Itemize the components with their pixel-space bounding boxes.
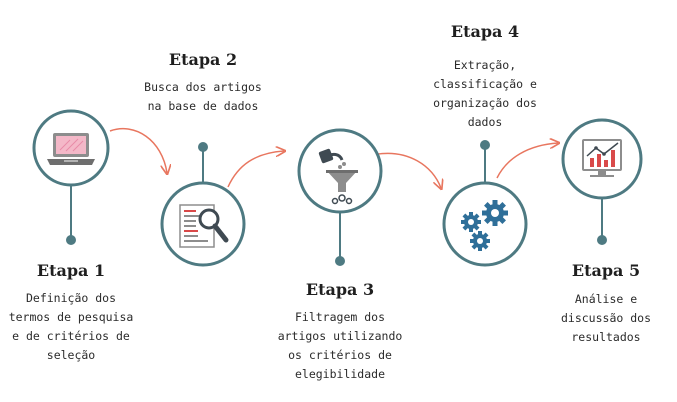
step-4-description: Extração, classificação e organização do…: [408, 56, 562, 132]
step-4-line-4: dados: [467, 115, 503, 129]
arrow-1-to-2: [109, 127, 167, 173]
step-5-line-3: resultados: [571, 330, 641, 344]
step-1-line-2: termos de pesquisa: [8, 310, 134, 324]
step-3-description: Filtragem dos artigos utilizando os crit…: [263, 308, 417, 384]
laptop-icon: [47, 133, 95, 165]
step-2-line-1: Busca dos artigos: [144, 80, 262, 94]
step-1-line-1: Definição dos: [25, 291, 116, 305]
step-2-title: Etapa 2: [168, 50, 238, 69]
step-1-description: Definição dos termos de pesquisa e de cr…: [0, 289, 146, 365]
step-3-stem-dot: [335, 256, 345, 266]
step-5-line-2: discussão dos: [560, 311, 651, 325]
step-1-line-3: e de critérios de: [12, 329, 130, 343]
step-2-stem-dot: [198, 142, 208, 152]
step-1-line-4: seleção: [46, 348, 96, 362]
step-4-circle: [442, 181, 528, 267]
step-1-title: Etapa 1: [36, 261, 106, 280]
flow-arrows: [109, 127, 558, 188]
arrow-4-to-5: [496, 143, 558, 179]
arrow-3-to-4: [377, 152, 441, 188]
step-2-line-2: na base de dados: [147, 99, 259, 113]
step-5-stem-dot: [597, 235, 607, 245]
step-3-title: Etapa 3: [305, 280, 375, 299]
step-4-stem-dot: [480, 140, 490, 150]
gears-icon: [461, 200, 508, 251]
step-4-title: Etapa 4: [450, 22, 520, 41]
chart-monitor-icon: [582, 139, 622, 177]
step-5-title: Etapa 5: [571, 261, 641, 280]
step-4-line-2: classificação e: [433, 77, 537, 91]
connectors: [66, 140, 607, 266]
arrow-2-to-3: [227, 151, 284, 188]
step-5-description: Análise e discussão dos resultados: [536, 290, 676, 347]
step-5-line-1: Análise e: [574, 292, 638, 306]
funnel-filter-icon: [318, 148, 358, 205]
step-4-line-3: organização dos: [433, 96, 537, 110]
step-3-line-1: Filtragem dos: [294, 310, 385, 324]
step-circles: [32, 109, 643, 267]
step-3-line-4: elegibilidade: [294, 367, 385, 381]
step-1-stem-dot: [66, 235, 76, 245]
step-3-line-2: artigos utilizando: [277, 329, 403, 343]
step-2-description: Busca dos artigos na base de dados: [128, 78, 278, 116]
step-4-line-1: Extração,: [453, 58, 517, 72]
document-search-icon: [179, 204, 229, 248]
step-3-line-3: os critérios de: [288, 348, 392, 362]
